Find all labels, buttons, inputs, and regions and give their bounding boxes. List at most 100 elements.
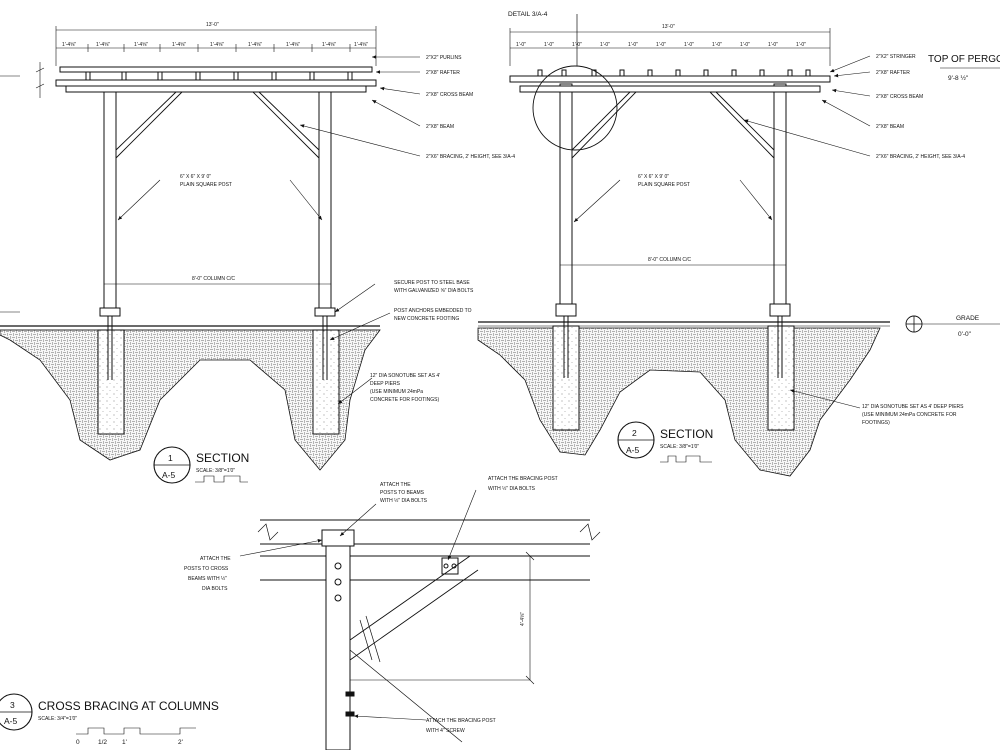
- d3-screw-1: ATTACH THE BRACING POST: [426, 718, 496, 724]
- s1-post-label-2: PLAIN SQUARE POST: [180, 182, 232, 188]
- s2-bracing-label: 2"X6" BRACING, 2' HEIGHT, SEE 3/A-4: [876, 154, 965, 160]
- detail-callout-circle: [532, 65, 618, 151]
- s1-anchors-1: POST ANCHORS EMBEDDED TO: [394, 308, 472, 314]
- s1-bracing-label: 2"X6" BRACING, 2' HEIGHT, SEE 3/A-4: [426, 154, 515, 160]
- s2-column-cc: 8'-0" COLUMN C/C: [648, 257, 691, 263]
- s1-piers-3: (USE MINIMUM 24mPa: [370, 389, 423, 395]
- s2-spacing-6: 1'-0": [656, 42, 666, 48]
- s2-tag-number: 2: [632, 428, 637, 438]
- s1-column-cc: 8'-0" COLUMN C/C: [192, 276, 235, 282]
- s1-purlin-spacing-9: 1'-4⅝": [354, 42, 368, 48]
- s1-steel-base-1: SECURE POST TO STEEL BASE: [394, 280, 470, 286]
- s1-steel-base-2: WITH GALVANIZED ⅝" DIA BOLTS: [394, 288, 474, 294]
- s1-purlin-spacing-5: 1'-4⅝": [210, 42, 224, 48]
- s1-purlin-spacing-6: 1'-4⅝": [248, 42, 262, 48]
- s1-purlin-spacing-7: 1'-4⅝": [286, 42, 300, 48]
- s2-tag-title: SECTION: [660, 427, 713, 441]
- d3-attach-bracing-1: ATTACH THE BRACING POST: [488, 476, 558, 482]
- s1-purlin-spacing-2: 1'-4⅝": [96, 42, 110, 48]
- s1-post-label-1: 6" X 6" X 9' 0": [180, 174, 211, 180]
- d3-attach-posts-3: WITH ½" DIA BOLTS: [380, 497, 428, 504]
- grade-elev: 0'-0": [958, 331, 972, 338]
- pier-right-2: [767, 325, 795, 431]
- s1-beam-label: 2"X8" BEAM: [426, 124, 454, 130]
- s2-piers-1: 12" DIA SONOTUBE SET AS 4' DEEP PIERS: [862, 404, 964, 410]
- post-left-2: [559, 83, 573, 311]
- pier-left-2: [552, 325, 580, 431]
- s1-piers-1: 12" DIA SONOTUBE SET AS 4': [370, 373, 440, 379]
- pier-left-1: [97, 329, 125, 435]
- d3-attach-cross-1: ATTACH THE: [200, 556, 231, 562]
- s2-spacing-11: 1'-0": [796, 42, 806, 48]
- section-1-text: 13'-0" 1'-4⅝" 1'-4⅝" 1'-4⅝" 1'-4⅝" 1'-4⅝…: [62, 22, 515, 480]
- bracing-member: [349, 555, 479, 661]
- top-of-pergola-elev: 9'-8 ½": [948, 74, 969, 82]
- s2-beam-label: 2"X8" BEAM: [876, 124, 904, 130]
- d3-attach-posts-2: POSTS TO BEAMS: [380, 490, 425, 496]
- s1-piers-2: DEEP PIERS: [370, 381, 401, 387]
- s1-purlin-spacing-1: 1'-4⅝": [62, 42, 76, 48]
- d3-attach-cross-2: POSTS TO CROSS: [184, 566, 229, 572]
- s2-piers-2: (USE MINIMUM 24mPa CONCRETE FOR: [862, 412, 957, 418]
- s1-tag-number: 1: [168, 453, 173, 463]
- s1-purlin-spacing-3: 1'-4⅝": [134, 42, 148, 48]
- post-right-2: [773, 83, 787, 311]
- s2-tag-sheet: A-5: [626, 445, 640, 455]
- s2-rafter-label: 2"X8" RAFTER: [876, 70, 910, 76]
- d3-attach-bracing-2: WITH ½" DIA BOLTS: [488, 485, 536, 492]
- d3-attach-cross-3: BEAMS WITH ½": [188, 575, 227, 582]
- section-1-elevation: [0, 26, 421, 484]
- s1-piers-4: CONCRETE FOR FOOTINGS): [370, 397, 440, 403]
- d3-attach-posts-1: ATTACH THE: [380, 482, 411, 488]
- s2-spacing-2: 1'-0": [544, 42, 554, 48]
- d3-attach-cross-4: DIA BOLTS: [202, 586, 228, 592]
- detail-3-cross-bracing: [0, 489, 601, 750]
- s1-purlin-spacing-8: 1'-4⅝": [322, 42, 336, 48]
- post-left-1: [103, 89, 117, 313]
- s2-spacing-4: 1'-0": [600, 42, 610, 48]
- s2-spacing-8: 1'-0": [712, 42, 722, 48]
- s2-spacing-1: 1'-0": [516, 42, 526, 48]
- d3-scale-2: 2': [178, 739, 183, 746]
- s1-cross-beam-label: 2"X8" CROSS BEAM: [426, 92, 473, 98]
- s2-cross-beam-label: 2"X8" CROSS BEAM: [876, 94, 923, 100]
- d3-scale-half: 1/2: [98, 739, 107, 746]
- s1-anchors-2: NEW CONCRETE FOOTING: [394, 316, 459, 322]
- s1-overall-dim: 13'-0": [206, 22, 219, 28]
- footing-mass-2: [477, 327, 881, 477]
- s1-tag-scale: SCALE: 3/8"=1'0": [196, 468, 235, 474]
- s2-post-label-2: PLAIN SQUARE POST: [638, 182, 690, 188]
- d3-scale-0: 0: [76, 739, 80, 746]
- grade-label: GRADE: [956, 315, 980, 322]
- pier-right-1: [312, 329, 340, 435]
- d3-tag-scale: SCALE: 3/4"=1'0": [38, 716, 77, 722]
- s1-rafter-label: 2"X8" RAFTER: [426, 70, 460, 76]
- stringers-2: [537, 69, 811, 77]
- section-2-text: DETAIL 3/A-4 13'-0" 1'-0" 1'-0" 1'-0" 1'…: [508, 11, 1000, 455]
- d3-screw-2: WITH 4" SCREW: [426, 728, 465, 734]
- section-2-elevation: [477, 14, 1000, 477]
- d3-scale-1: 1': [122, 739, 127, 746]
- s2-stringer-label: 2"X2" STRINGER: [876, 54, 916, 60]
- detail-3-text: ATTACH THE POSTS TO BEAMS WITH ½" DIA BO…: [4, 476, 558, 746]
- s2-post-label-1: 6" X 6" X 9' 0": [638, 174, 669, 180]
- d3-dim-height: 4'-4⅝": [520, 612, 526, 626]
- s2-tag-scale: SCALE: 3/8"=1'0": [660, 444, 699, 450]
- post-right-1: [318, 89, 332, 313]
- s2-overall-dim: 13'-0": [662, 24, 675, 30]
- s1-tag-title: SECTION: [196, 451, 249, 465]
- d3-tag-sheet: A-5: [4, 716, 18, 726]
- s1-purlin-spacing-4: 1'-4⅝": [172, 42, 186, 48]
- d3-tag-number: 3: [10, 700, 15, 710]
- s1-purlins-label: 2"X2" PURLINS: [426, 55, 462, 61]
- s2-spacing-9: 1'-0": [740, 42, 750, 48]
- s2-spacing-3: 1'-0": [572, 42, 582, 48]
- s2-spacing-10: 1'-0": [768, 42, 778, 48]
- s1-tag-sheet: A-5: [162, 470, 176, 480]
- footing-mass-1: [0, 329, 381, 471]
- top-of-pergola-label: TOP OF PERGO: [928, 54, 1000, 65]
- d3-tag-title: CROSS BRACING AT COLUMNS: [38, 699, 219, 713]
- s2-spacing-7: 1'-0": [684, 42, 694, 48]
- s2-detail-ref: DETAIL 3/A-4: [508, 11, 548, 18]
